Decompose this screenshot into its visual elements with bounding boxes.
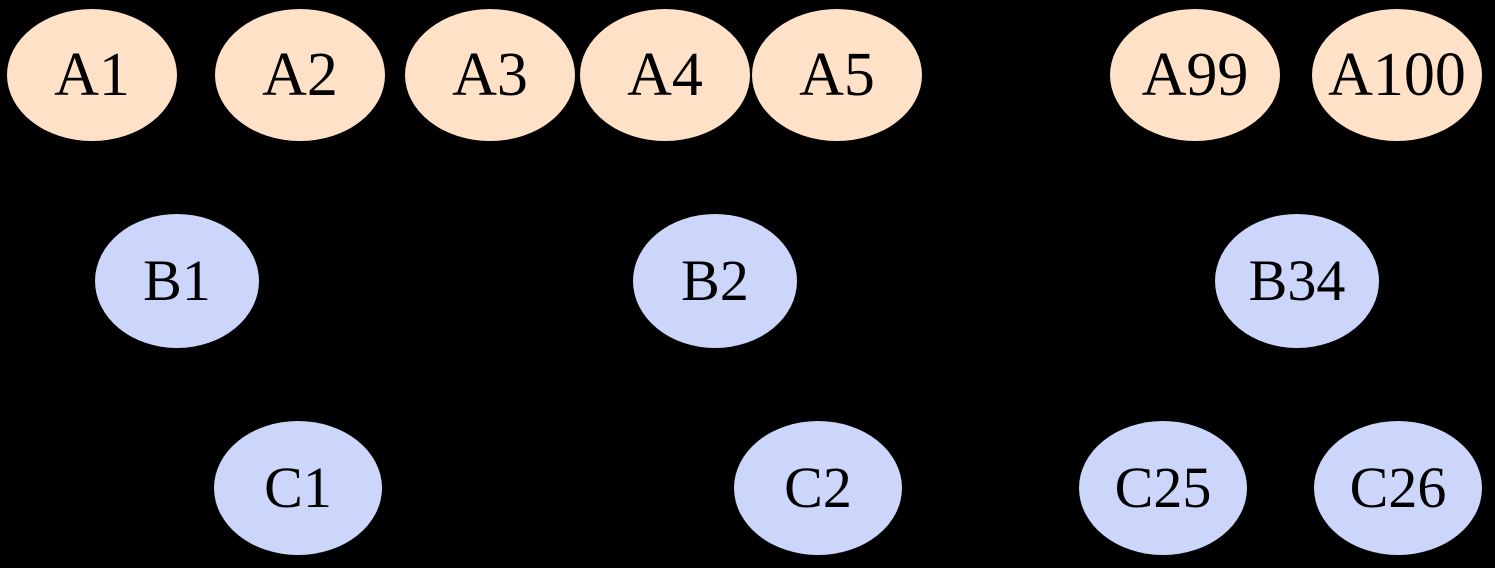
graph-node-b34[interactable]: B34 [1215, 214, 1379, 348]
graph-node-a4[interactable]: A4 [580, 9, 750, 141]
graph-node-label: A99 [1141, 41, 1249, 109]
graph-node-label: A4 [627, 41, 703, 109]
graph-node-a100[interactable]: A100 [1312, 9, 1482, 141]
graph-node-c25[interactable]: C25 [1079, 421, 1247, 555]
graph-node-label: B34 [1248, 248, 1346, 313]
graph-node-c1[interactable]: C1 [214, 421, 382, 555]
graph-node-label: C26 [1349, 455, 1447, 520]
graph-node-label: A100 [1328, 41, 1466, 109]
graph-node-a5[interactable]: A5 [752, 9, 922, 141]
graph-node-b2[interactable]: B2 [633, 214, 797, 348]
graph-node-a2[interactable]: A2 [215, 9, 385, 141]
graph-node-a1[interactable]: A1 [7, 9, 177, 141]
graph-node-c2[interactable]: C2 [734, 421, 902, 555]
graph-node-label: B2 [681, 248, 749, 313]
graph-node-label: A1 [54, 41, 130, 109]
graph-node-c26[interactable]: C26 [1314, 421, 1482, 555]
graph-node-label: C2 [784, 455, 852, 520]
graph-node-label: A2 [262, 41, 338, 109]
graph-node-a99[interactable]: A99 [1110, 9, 1280, 141]
graph-node-label: C1 [264, 455, 332, 520]
graph-node-label: C25 [1114, 455, 1212, 520]
graph-node-a3[interactable]: A3 [405, 9, 575, 141]
graph-node-label: B1 [143, 248, 211, 313]
graph-node-label: A5 [799, 41, 875, 109]
graph-node-label: A3 [452, 41, 528, 109]
graph-node-b1[interactable]: B1 [95, 214, 259, 348]
